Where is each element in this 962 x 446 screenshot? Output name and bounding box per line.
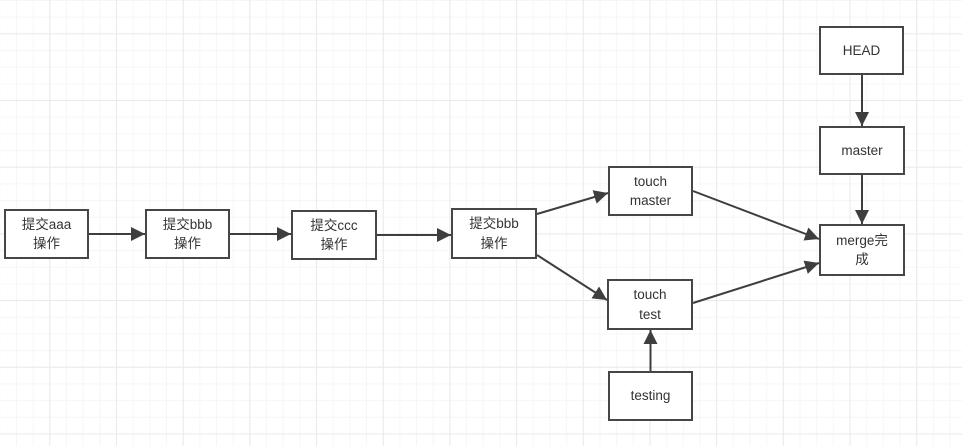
node-touch-test[interactable]: touch test xyxy=(607,279,693,330)
node-commit-aaa[interactable]: 提交aaa 操作 xyxy=(4,209,89,259)
edge-touch-test-to-merge-done[interactable] xyxy=(692,260,820,304)
edge-touch-master-to-merge-done[interactable] xyxy=(692,190,820,241)
node-head[interactable]: HEAD xyxy=(819,26,904,75)
node-testing[interactable]: testing xyxy=(608,371,693,421)
node-touch-master-label: touch master xyxy=(629,173,672,208)
node-testing-label: testing xyxy=(630,388,671,404)
edge-commit-bbb-2-to-touch-test[interactable] xyxy=(536,254,608,301)
node-head-label: HEAD xyxy=(842,42,881,58)
node-master-label: master xyxy=(841,142,883,158)
node-commit-bbb-1[interactable]: 提交bbb 操作 xyxy=(145,209,230,259)
node-commit-aaa-label: 提交aaa 操作 xyxy=(21,216,72,251)
node-commit-bbb-2[interactable]: 提交bbb 操作 xyxy=(451,208,537,259)
node-commit-ccc-label: 提交ccc 操作 xyxy=(310,217,358,252)
node-touch-master[interactable]: touch master xyxy=(608,166,693,216)
node-commit-bbb-2-label: 提交bbb 操作 xyxy=(469,216,519,251)
edge-commit-bbb-2-to-touch-master[interactable] xyxy=(536,190,609,215)
node-commit-bbb-1-label: 提交bbb 操作 xyxy=(162,216,213,251)
node-commit-ccc[interactable]: 提交ccc 操作 xyxy=(291,210,377,260)
node-merge-done[interactable]: merge完 成 xyxy=(819,224,905,276)
node-master[interactable]: master xyxy=(819,126,905,175)
node-merge-done-label: merge完 成 xyxy=(836,232,888,267)
node-touch-test-label: touch test xyxy=(633,287,667,322)
